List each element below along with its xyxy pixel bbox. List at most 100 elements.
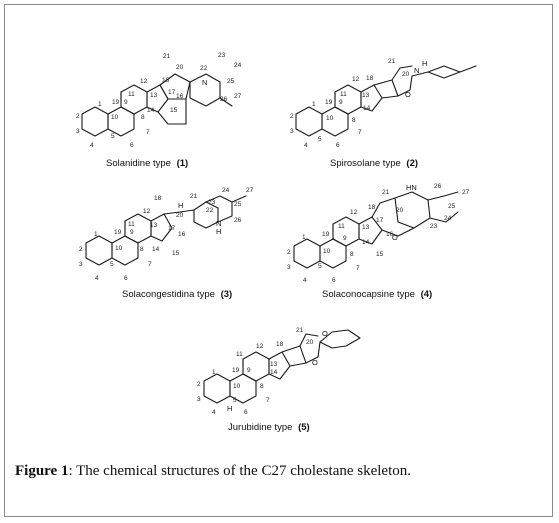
svg-text:3: 3 [290, 128, 294, 135]
svg-text:9: 9 [343, 235, 347, 242]
svg-text:10: 10 [323, 248, 331, 255]
svg-text:19: 19 [112, 99, 120, 106]
svg-text:10: 10 [115, 245, 123, 252]
caption-spirosolane: Spirosolane type [330, 158, 401, 169]
svg-text:5: 5 [110, 261, 114, 268]
atom-HN: HN [406, 183, 417, 192]
figure-caption-text: : The chemical structures of the C27 cho… [68, 463, 412, 479]
atom-O-ring: O [312, 358, 318, 367]
svg-text:9: 9 [339, 99, 343, 106]
svg-text:7: 7 [266, 397, 270, 404]
svg-text:20: 20 [306, 339, 314, 346]
svg-text:13: 13 [362, 224, 370, 231]
svg-text:12: 12 [143, 208, 151, 215]
svg-text:17: 17 [168, 225, 176, 232]
svg-text:12: 12 [256, 343, 264, 350]
svg-text:1: 1 [312, 101, 316, 108]
svg-text:7: 7 [146, 129, 150, 136]
locants-4: 1 2 3 4 5 6 7 8 9 10 11 12 13 14 15 16 1… [287, 183, 470, 284]
svg-text:1: 1 [212, 369, 216, 376]
svg-text:15: 15 [170, 107, 178, 114]
svg-text:1: 1 [94, 231, 98, 238]
svg-text:14: 14 [152, 246, 160, 253]
svg-text:12: 12 [350, 209, 358, 216]
svg-text:20: 20 [176, 64, 184, 71]
svg-text:27: 27 [246, 187, 254, 194]
svg-text:5: 5 [318, 136, 322, 143]
atom-N: N [202, 78, 207, 87]
svg-text:26: 26 [434, 183, 442, 190]
svg-text:18: 18 [162, 77, 170, 84]
svg-text:20: 20 [402, 71, 410, 78]
svg-text:23: 23 [208, 199, 216, 206]
svg-text:8: 8 [260, 383, 264, 390]
svg-text:9: 9 [130, 229, 134, 236]
svg-text:20: 20 [396, 207, 404, 214]
figure-label: Figure 1 [15, 463, 69, 479]
svg-text:Jurubidine type (5): Jurubidine type (5) [228, 422, 310, 433]
svg-text:13: 13 [150, 92, 158, 99]
svg-text:13: 13 [270, 361, 278, 368]
atom-O-spiro: O [322, 329, 328, 338]
caption-solacongestidina: Solacongestidina type [122, 289, 215, 300]
svg-text:9: 9 [247, 367, 251, 374]
svg-text:10: 10 [111, 114, 119, 121]
svg-text:8: 8 [140, 246, 144, 253]
atom-H: H [422, 59, 427, 68]
svg-text:22: 22 [200, 65, 208, 72]
caption-solaconocapsine: Solaconocapsine type [322, 289, 415, 300]
svg-text:1: 1 [302, 234, 306, 241]
svg-text:6: 6 [124, 275, 128, 282]
svg-text:11: 11 [338, 223, 345, 230]
svg-text:6: 6 [336, 142, 340, 149]
svg-text:17: 17 [168, 89, 176, 96]
svg-text:22: 22 [206, 207, 214, 214]
svg-text:21: 21 [163, 53, 171, 60]
svg-text:3: 3 [287, 264, 291, 271]
svg-text:11: 11 [236, 351, 243, 358]
svg-text:4: 4 [212, 409, 216, 416]
svg-text:16: 16 [386, 231, 394, 238]
svg-text:6: 6 [332, 277, 336, 284]
svg-text:8: 8 [141, 114, 145, 121]
atom-O: O [405, 90, 411, 99]
svg-text:3: 3 [197, 396, 201, 403]
svg-text:21: 21 [388, 58, 396, 65]
svg-text:24: 24 [234, 62, 242, 69]
number-3: (3) [221, 289, 233, 300]
svg-text:15: 15 [172, 250, 180, 257]
svg-text:18: 18 [366, 75, 374, 82]
svg-text:13: 13 [362, 92, 370, 99]
svg-text:24: 24 [444, 215, 452, 222]
svg-text:23: 23 [218, 52, 226, 59]
svg-text:19: 19 [325, 99, 333, 106]
number-2: (2) [406, 158, 418, 169]
svg-text:16: 16 [178, 231, 186, 238]
number-5: (5) [298, 422, 310, 433]
structure-solaconocapsine: HN O 1 2 3 4 5 6 7 8 9 10 11 12 13 14 15… [287, 183, 470, 300]
svg-text:25: 25 [234, 201, 242, 208]
svg-text:18: 18 [368, 204, 376, 211]
svg-text:21: 21 [296, 327, 304, 334]
svg-text:14: 14 [147, 107, 155, 114]
svg-text:26: 26 [234, 217, 242, 224]
svg-text:25: 25 [448, 203, 456, 210]
svg-text:21: 21 [382, 189, 390, 196]
svg-text:7: 7 [356, 265, 360, 272]
svg-text:4: 4 [95, 275, 99, 282]
svg-text:5: 5 [233, 397, 237, 404]
svg-text:4: 4 [304, 142, 308, 149]
svg-text:Solaconocapsine type (4): Solaconocapsine type (4) [322, 289, 432, 300]
svg-text:8: 8 [352, 117, 356, 124]
svg-text:9: 9 [124, 99, 128, 106]
svg-text:10: 10 [233, 383, 241, 390]
svg-text:26: 26 [220, 96, 228, 103]
svg-text:12: 12 [352, 76, 360, 83]
svg-text:17: 17 [376, 217, 384, 224]
svg-text:23: 23 [430, 223, 438, 230]
svg-text:25: 25 [227, 78, 235, 85]
structure-spirosolane: H N O 1 2 3 4 5 6 7 8 9 10 11 12 13 14 1… [290, 58, 477, 169]
svg-text:2: 2 [287, 249, 291, 256]
svg-text:4: 4 [303, 277, 307, 284]
